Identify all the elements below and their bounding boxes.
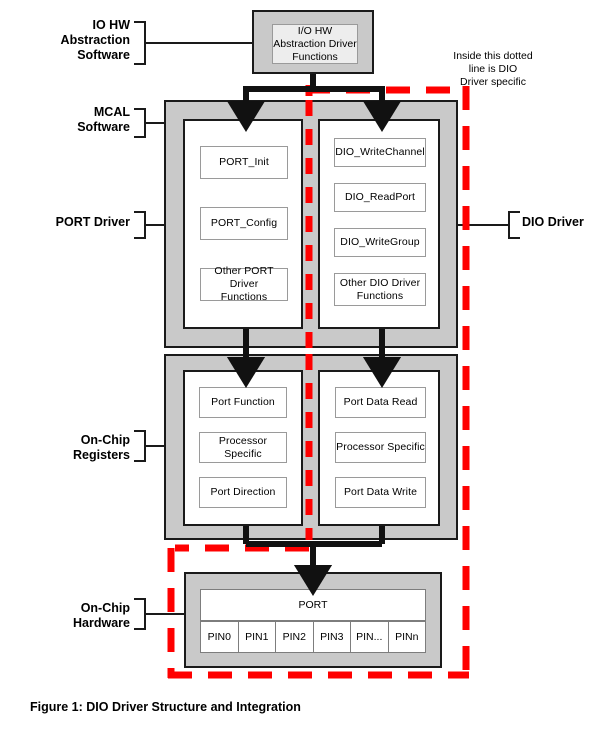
hardware-pin-cell: PIN3 [313,621,351,653]
leader-dio-driver [458,224,510,226]
reg-port-processor-specific: Processor Specific [199,432,287,463]
label-on-chip-hardware: On-Chip Hardware [73,601,130,630]
label-dio-driver: DIO Driver [522,215,584,229]
leader-port-driver [145,224,165,226]
reg-port-data-write: Port Data Write [335,477,426,508]
fn-dio-readport: DIO_ReadPort [334,183,426,212]
leader-mcal [145,122,165,124]
hardware-pin-cell: PIN... [351,621,389,653]
reg-port-direction: Port Direction [199,477,287,508]
leader-io-hw [145,42,253,44]
fn-port-config: PORT_Config [200,207,288,240]
leader-on-chip-hardware [145,613,185,615]
reg-dio-processor-specific: Processor Specific [335,432,426,463]
dotted-region-note: Inside this dotted line is DIO Driver sp… [453,50,533,88]
reg-port-function: Port Function [199,387,287,418]
fn-port-init: PORT_Init [200,146,288,179]
label-mcal-software: MCAL Software [77,105,130,134]
leader-on-chip-registers [145,445,165,447]
io-hw-abstraction-title: I/O HW Abstraction Driver Functions [272,24,358,64]
label-port-driver: PORT Driver [55,215,130,229]
hardware-pin-cell: PINn [388,621,426,653]
io-hw-abstraction-block: I/O HW Abstraction Driver Functions [252,10,374,74]
figure-caption: Figure 1: DIO Driver Structure and Integ… [30,700,301,714]
hardware-pin-cell: PIN0 [200,621,239,653]
hardware-port-bar: PORT [200,589,426,621]
fn-other-dio-driver-functions: Other DIO Driver Functions [334,273,426,306]
hardware-pin-cell: PIN2 [276,621,314,653]
label-on-chip-registers: On-Chip Registers [73,433,130,462]
label-io-hw-abstraction-software: IO HW Abstraction Software [60,18,130,62]
hardware-pin-cell: PIN1 [238,621,276,653]
fn-dio-writegroup: DIO_WriteGroup [334,228,426,257]
fn-other-port-driver-functions: Other PORT Driver Functions [200,265,288,303]
reg-port-data-read: Port Data Read [335,387,426,418]
fn-dio-writechannel: DIO_WriteChannel [334,138,426,167]
